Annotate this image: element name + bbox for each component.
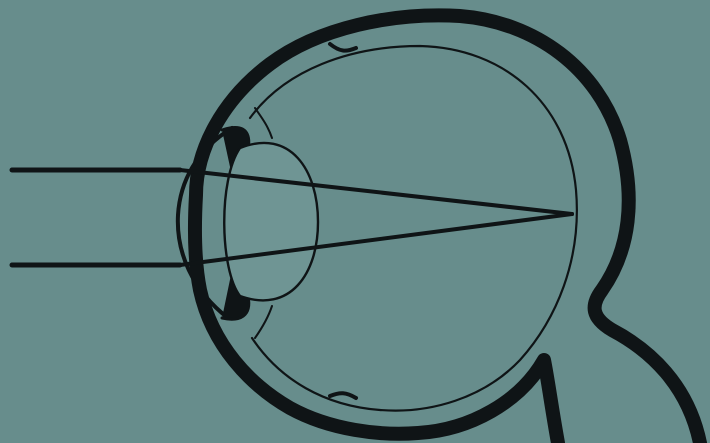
focal-point	[570, 212, 574, 216]
crystalline-lens	[224, 143, 318, 300]
